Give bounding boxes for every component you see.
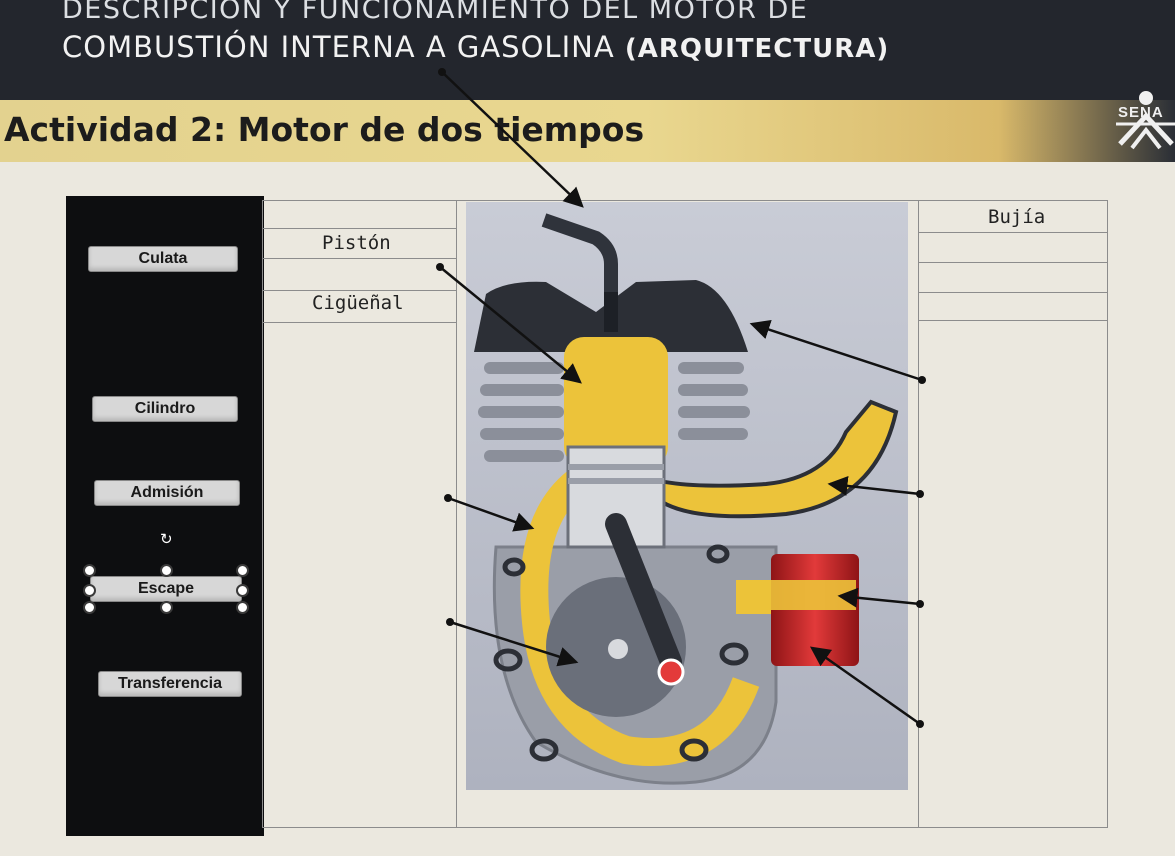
label-escape[interactable]: Escape: [90, 576, 242, 602]
table-row-line: [262, 322, 456, 323]
activity-band: [0, 100, 1175, 162]
label-culata[interactable]: Culata: [88, 246, 238, 272]
table-row-line: [918, 292, 1108, 293]
table-row-line: [262, 258, 456, 259]
table-row-line: [262, 228, 456, 229]
table-row-line: [918, 262, 1108, 263]
resize-handle-br[interactable]: [236, 601, 249, 614]
header-title-line2: COMBUSTIÓN INTERNA A GASOLINA (ARQUITECT…: [62, 30, 1122, 64]
cell-bujia[interactable]: Bujía: [988, 206, 1046, 228]
cell-ciguenal[interactable]: Cigüeñal: [312, 292, 404, 314]
table-row-line: [918, 320, 1108, 321]
resize-handle-mr[interactable]: [236, 584, 249, 597]
table-row-line: [918, 232, 1108, 233]
cell-piston[interactable]: Pistón: [322, 232, 391, 254]
sena-logo-icon: [1116, 91, 1175, 150]
answer-table: [262, 200, 1108, 828]
resize-handle-tr[interactable]: [236, 564, 249, 577]
resize-handle-bl[interactable]: [83, 601, 96, 614]
table-divider-right: [918, 200, 919, 828]
rotate-icon[interactable]: ↻: [160, 531, 173, 548]
activity-title: Actividad 2: Motor de dos tiempos: [4, 110, 645, 149]
resize-handle-tl[interactable]: [83, 564, 96, 577]
table-divider-left: [456, 200, 457, 828]
resize-handle-bc[interactable]: [160, 601, 173, 614]
header-band: [0, 0, 1175, 100]
header-title-line2-bold: (ARQUITECTURA): [624, 34, 890, 64]
label-panel: [66, 196, 264, 836]
resize-handle-ml[interactable]: [83, 584, 96, 597]
label-admision[interactable]: Admisión: [94, 480, 240, 506]
two-stroke-engine-diagram: [466, 202, 908, 790]
header-title-line1: DESCRIPCIÓN Y FUNCIONAMIENTO DEL MOTOR D…: [62, 0, 809, 25]
resize-handle-tc[interactable]: [160, 564, 173, 577]
header-title-line2-main: COMBUSTIÓN INTERNA A GASOLINA: [62, 30, 625, 64]
logo-text: SENA: [1118, 104, 1164, 121]
label-cilindro[interactable]: Cilindro: [92, 396, 238, 422]
label-transferencia[interactable]: Transferencia: [98, 671, 242, 697]
table-row-line: [262, 290, 456, 291]
